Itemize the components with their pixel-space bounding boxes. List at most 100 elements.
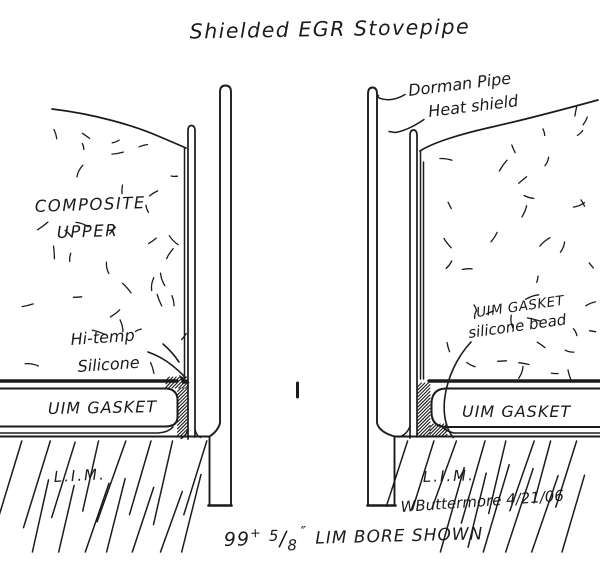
texture-stroke xyxy=(446,341,451,353)
texture-stroke xyxy=(490,231,498,243)
texture-stroke xyxy=(511,144,516,154)
right-lim-label: L.I.M. xyxy=(423,466,476,486)
texture-stroke xyxy=(411,440,435,511)
texture-stroke xyxy=(487,440,507,515)
caption-lead: 99 xyxy=(224,528,251,551)
texture-stroke xyxy=(417,382,426,391)
heat-shield-foot xyxy=(398,425,411,438)
texture-stroke xyxy=(168,376,181,389)
silicone-arrow-line xyxy=(147,343,186,378)
texture-stroke xyxy=(183,440,208,516)
texture-stroke xyxy=(128,440,152,516)
texture-stroke xyxy=(176,407,189,420)
texture-stroke xyxy=(57,484,75,553)
page-title: Shielded EGR Stovepipe xyxy=(189,15,470,44)
texture-stroke xyxy=(518,362,530,366)
texture-stroke xyxy=(185,385,189,389)
texture-stroke xyxy=(176,397,189,409)
composite-top-edge xyxy=(419,99,599,152)
texture-stroke xyxy=(138,143,149,148)
gasket-band-outline xyxy=(0,387,179,428)
texture-stroke xyxy=(105,477,126,553)
right-gasket-label: UIM GASKET xyxy=(462,402,571,421)
texture-stroke xyxy=(498,159,508,172)
texture-stroke xyxy=(176,421,189,433)
texture-stroke xyxy=(523,194,535,200)
caption-plus-superscript: + xyxy=(250,526,262,541)
texture-stroke xyxy=(544,156,550,167)
texture-stroke xyxy=(76,164,84,178)
texture-stroke xyxy=(585,301,597,307)
texture-stroke xyxy=(181,332,187,341)
gasket-lower-line xyxy=(442,426,600,434)
texture-stroke xyxy=(473,304,478,312)
caption-text: LIM BORE SHOWN xyxy=(315,524,484,548)
texture-stroke xyxy=(156,293,163,307)
texture-stroke xyxy=(176,390,189,403)
texture-stroke xyxy=(176,400,189,413)
lim-hatch-texture xyxy=(0,440,208,553)
silicone-bead-leader-line xyxy=(443,341,472,439)
texture-stroke xyxy=(96,440,127,523)
texture-stroke xyxy=(149,361,155,374)
texture-stroke xyxy=(152,440,174,526)
caption: 99+5/8″LIM BORE SHOWN xyxy=(223,518,483,556)
texture-stroke xyxy=(550,372,559,375)
texture-stroke xyxy=(429,423,438,432)
texture-stroke xyxy=(36,221,49,231)
texture-stroke xyxy=(429,423,434,428)
texture-stroke xyxy=(417,424,431,438)
texture-stroke xyxy=(439,157,453,161)
pipe-outline xyxy=(208,84,232,506)
texture-stroke xyxy=(176,387,185,396)
texture-stroke xyxy=(108,226,117,235)
texture-stroke xyxy=(165,376,174,385)
texture-stroke xyxy=(159,490,184,553)
texture-stroke xyxy=(417,411,431,425)
texture-stroke xyxy=(574,106,578,117)
texture-stroke xyxy=(417,407,431,421)
texture-stroke xyxy=(539,237,551,247)
texture-stroke xyxy=(485,310,495,315)
caption-fraction-numerator: 5 xyxy=(269,527,280,545)
texture-stroke xyxy=(445,260,453,270)
composite-stipple-texture xyxy=(21,128,187,374)
texture-stroke xyxy=(131,486,155,553)
texture-stroke xyxy=(417,384,431,398)
texture-stroke xyxy=(582,116,588,126)
texture-stroke xyxy=(72,296,83,298)
texture-stroke xyxy=(576,129,584,137)
texture-stroke xyxy=(533,440,552,504)
texture-stroke xyxy=(171,295,175,307)
texture-stroke xyxy=(417,382,429,394)
texture-stroke xyxy=(24,362,40,367)
silicone-arrowhead xyxy=(179,374,190,384)
heat-shield-leader-line xyxy=(388,118,425,134)
texture-stroke xyxy=(518,176,528,184)
caption-fraction-slash: / xyxy=(277,526,289,550)
texture-stroke xyxy=(21,303,34,308)
hi-temp-silicone-label-line1: Hi-temp xyxy=(70,326,135,349)
texture-stroke xyxy=(461,268,473,271)
texture-stroke xyxy=(0,440,23,515)
texture-stroke xyxy=(497,360,508,362)
texture-stroke xyxy=(564,349,575,353)
texture-stroke xyxy=(105,261,110,275)
right-view: Dorman Pipe Heat shield UIM GASKET silic… xyxy=(366,68,600,553)
gasket-lower-line xyxy=(0,426,174,434)
texture-stroke xyxy=(417,387,431,401)
texture-stroke xyxy=(109,309,121,318)
texture-stroke xyxy=(121,184,124,195)
texture-stroke xyxy=(145,204,150,214)
texture-stroke xyxy=(176,410,189,423)
dorman-pipe-leader-line xyxy=(377,93,406,101)
lim-hatch-texture xyxy=(385,440,586,553)
texture-stroke xyxy=(81,440,100,512)
texture-stroke xyxy=(148,237,157,245)
texture-stroke xyxy=(542,128,546,137)
texture-stroke xyxy=(417,394,431,408)
texture-stroke xyxy=(530,474,559,553)
texture-stroke xyxy=(536,341,546,349)
texture-stroke xyxy=(510,314,514,329)
texture-stroke xyxy=(466,361,476,368)
